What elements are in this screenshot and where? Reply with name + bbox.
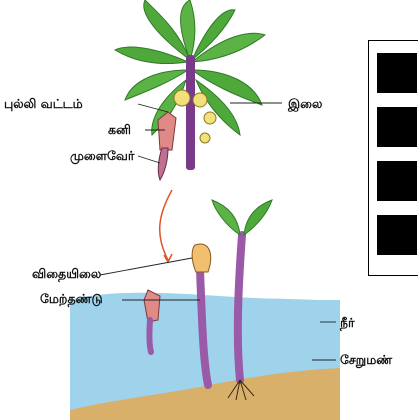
label-radicle: முளைவேர் (70, 148, 135, 164)
label-water: நீர் (339, 315, 355, 331)
fruit-on-parent (158, 112, 176, 180)
leader-seed-leaf (100, 258, 192, 275)
legend-panel (368, 40, 418, 276)
label-mud: சேறுமண் (340, 352, 393, 368)
legend-bar (377, 107, 417, 147)
leader-radicle (138, 156, 160, 163)
falling-arrow (160, 190, 172, 260)
label-seed-leaf: விதையிலை (32, 266, 102, 282)
label-fruit: கனி (108, 122, 131, 137)
legend-bar (377, 215, 417, 255)
legend-bar (377, 161, 417, 201)
parent-stem (186, 55, 195, 170)
label-leaf: இலை (287, 96, 323, 112)
label-calyx-ring: புல்லி வட்டம் (4, 96, 84, 111)
label-hypocotyl: மேற்தண்டு (40, 291, 103, 307)
legend-bar (377, 53, 417, 93)
